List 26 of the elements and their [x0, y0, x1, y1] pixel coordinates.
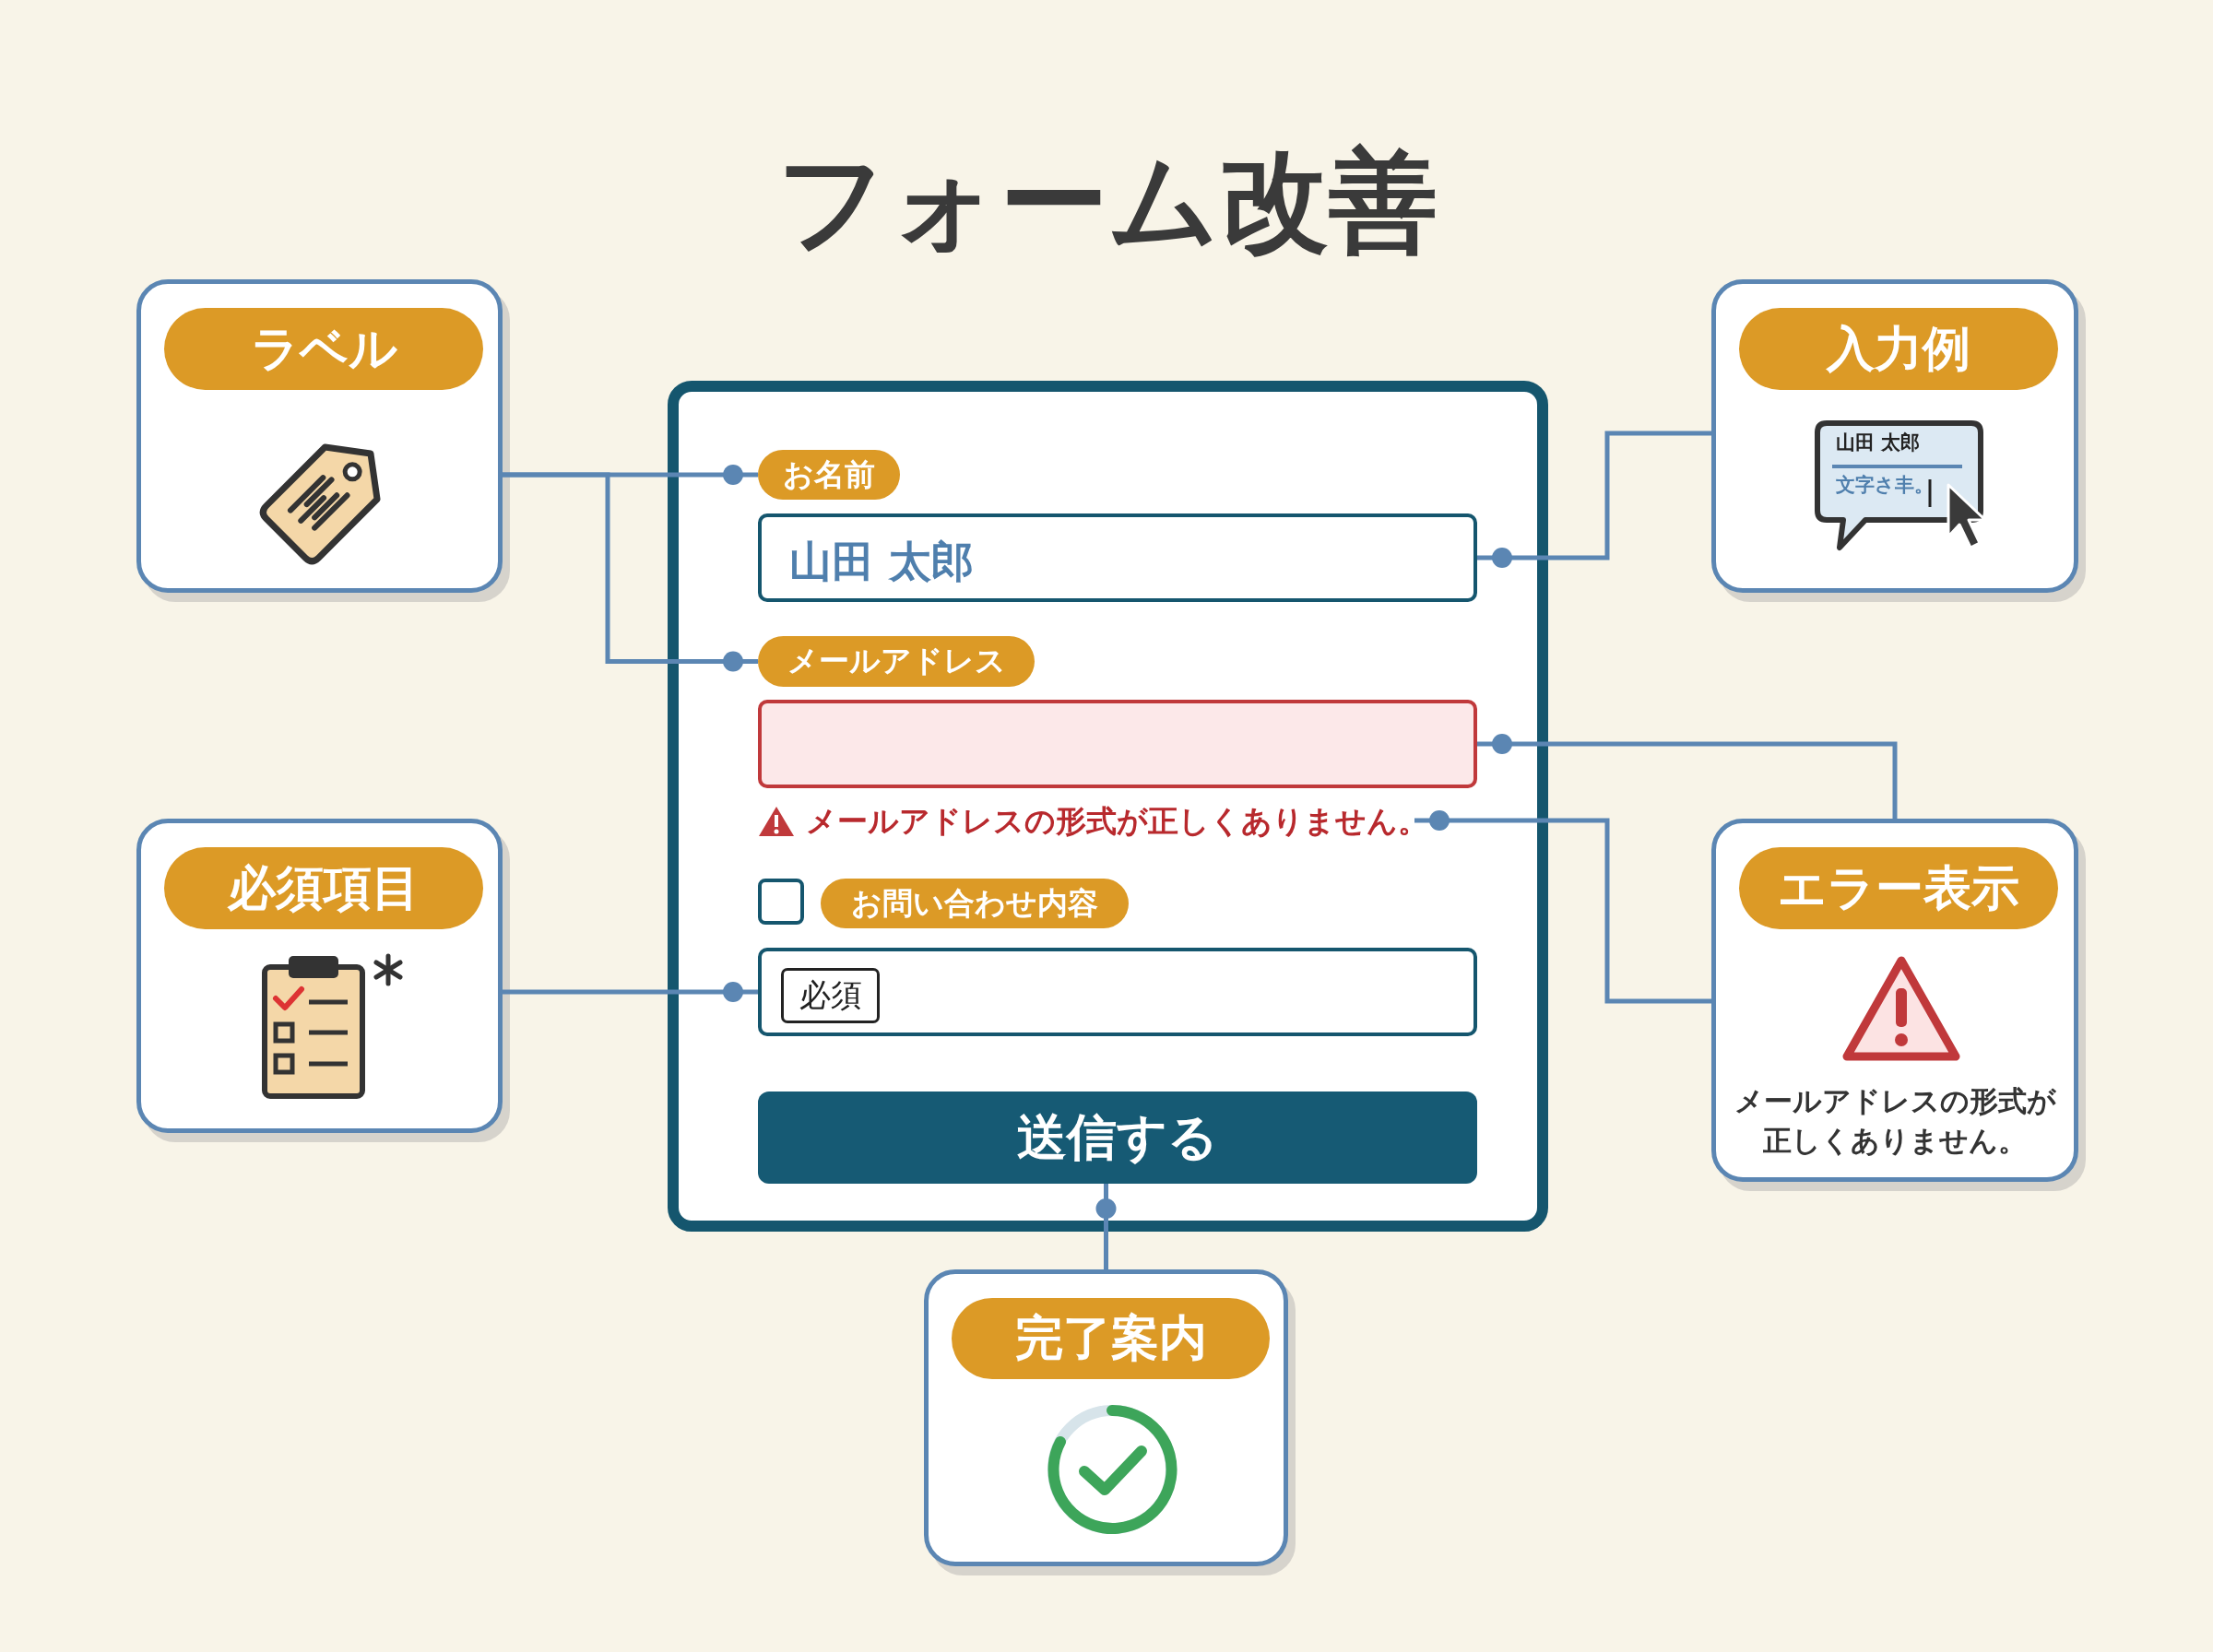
bubble-text: 文字さ丰。	[1836, 473, 1935, 498]
card-heading: エラー表示	[1739, 847, 2058, 929]
card-heading: 完了案内	[952, 1298, 1270, 1379]
required-badge: 必須	[781, 968, 880, 1023]
field-label: お名前	[758, 450, 900, 500]
card-heading: ラベル	[164, 308, 483, 390]
connector-line	[1414, 810, 1711, 1004]
card-description: メールアドレスの形式が正しくありません。	[1733, 1083, 2057, 1160]
input-field	[758, 513, 1477, 602]
card-heading: 必須項目	[164, 847, 483, 929]
submit-button: 送信する	[758, 1092, 1477, 1184]
field-label: お問い合わせ内容	[821, 879, 1129, 928]
error-input-field	[758, 700, 1477, 788]
bubble-text: 山田 太郎	[1836, 431, 1922, 455]
field-value: 山田 太郎	[789, 536, 974, 588]
connector-line	[1095, 1184, 1117, 1269]
input-field	[758, 948, 1477, 1036]
card-heading: 入力例	[1739, 308, 2058, 390]
connector-line	[503, 982, 758, 1002]
connector-line	[1477, 734, 1898, 819]
form-panel	[668, 381, 1548, 1232]
connector-line	[1477, 431, 1711, 568]
error-message: メールアドレスの形式が正しくありません。	[806, 802, 1428, 841]
field-label: メールアドレス	[758, 636, 1035, 687]
connector-line	[503, 472, 758, 672]
title: フォーム改善	[775, 136, 1438, 266]
